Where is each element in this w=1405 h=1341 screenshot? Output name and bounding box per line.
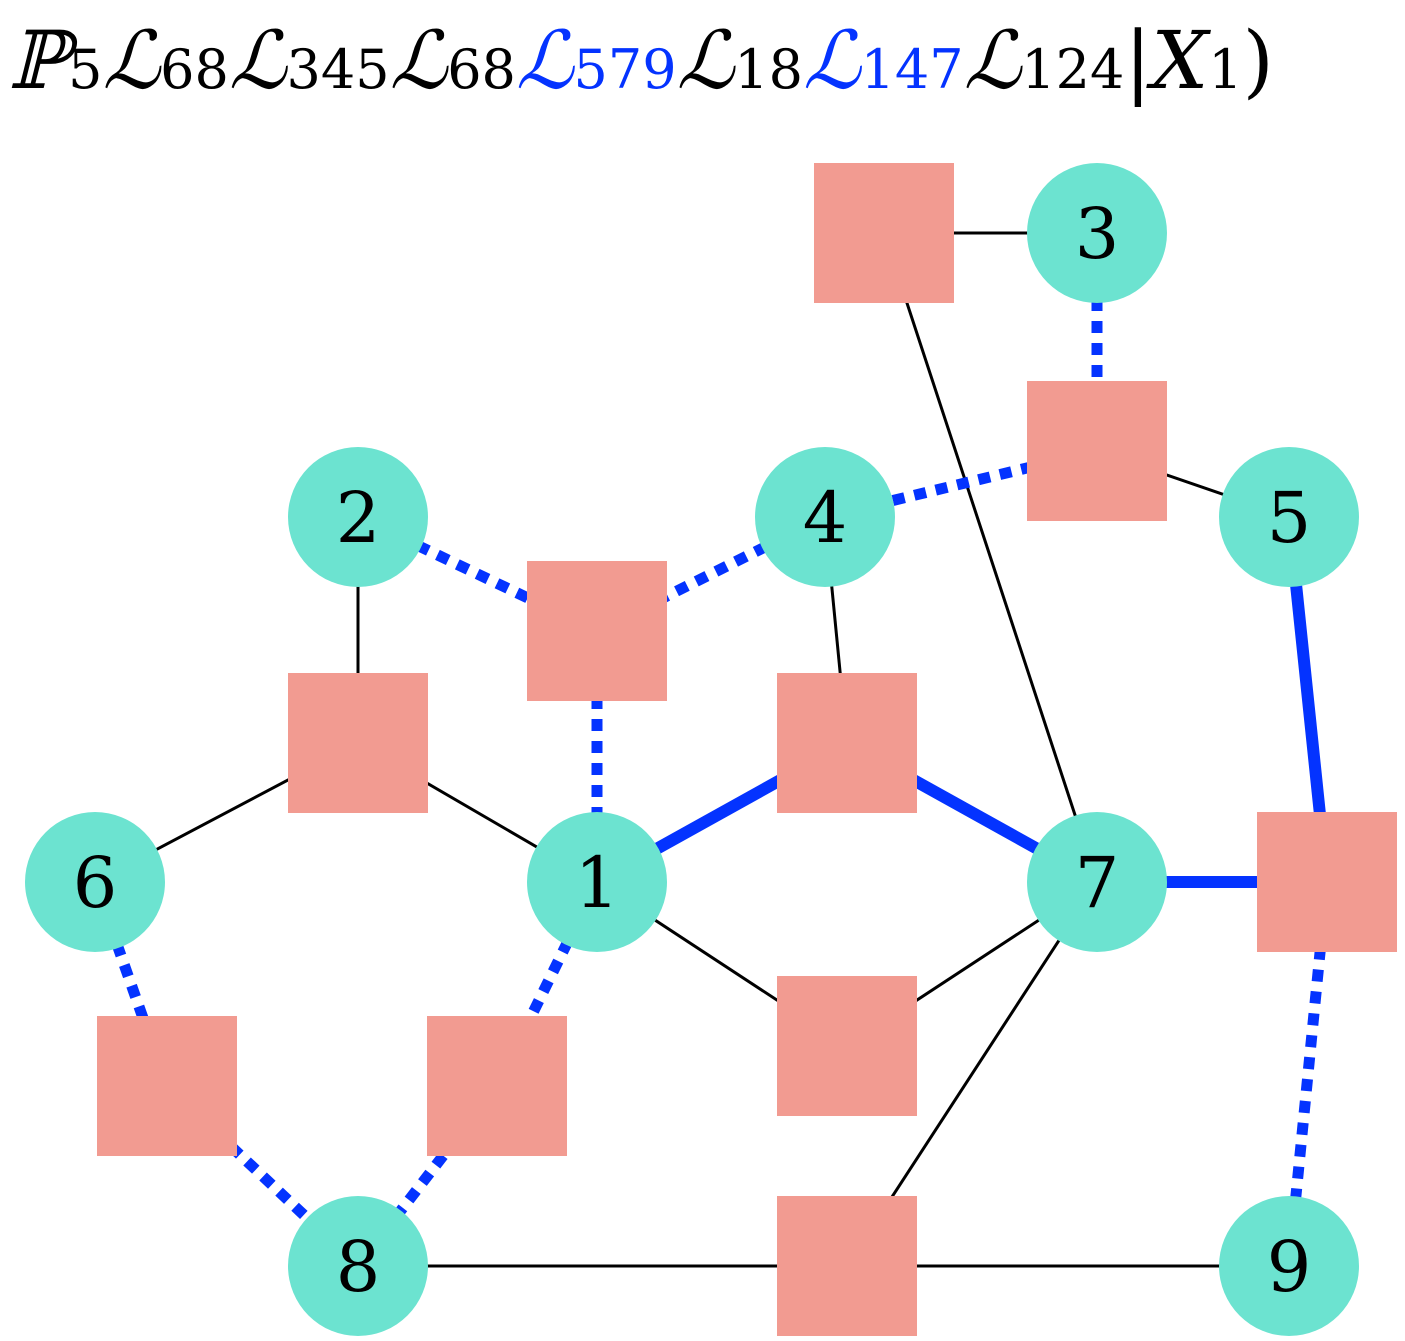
factor-node-f12: [288, 673, 428, 813]
formula-condition-symbol: X: [1145, 14, 1211, 107]
variable-label: 7: [1075, 842, 1120, 924]
variable-nodes: 1 2 3 4 5 6 7 8 9: [25, 163, 1359, 1336]
formula-subscript-2: 345: [286, 38, 389, 101]
factor-node-f37: [814, 163, 954, 303]
formula-symbol-6: ℒ: [803, 14, 862, 107]
variable-label: 5: [1267, 477, 1312, 559]
variable-node-9: 9: [1219, 1196, 1359, 1336]
variable-circle: [1027, 163, 1167, 303]
variable-circle: [1219, 447, 1359, 587]
formula-subscript-6: 147: [861, 38, 964, 101]
factor-node-f26: [97, 1016, 237, 1156]
edge-v1-f18: [492, 879, 602, 1089]
factor-node-f124: [527, 561, 667, 701]
factor-node-f147: [777, 673, 917, 813]
formula-subscript-5: 18: [734, 38, 803, 101]
formula-condition-subscript: 1: [1208, 38, 1242, 101]
formula-subscript-4: 579: [574, 38, 677, 101]
edge-f18-v8: [353, 1082, 502, 1270]
factor-node-f17: [777, 976, 917, 1116]
formula-symbol-3: ℒ: [390, 14, 449, 107]
variable-node-4: 4: [755, 447, 895, 587]
variable-node-5: 5: [1219, 447, 1359, 587]
variable-label: 6: [73, 842, 118, 924]
factor-node-f345: [1027, 381, 1167, 521]
variable-circle: [527, 812, 667, 952]
variable-circle: [25, 812, 165, 952]
formula-subscript-3: 68: [447, 38, 516, 101]
formula-subscript-0: 5: [68, 38, 102, 101]
variable-label: 2: [336, 477, 381, 559]
variable-node-6: 6: [25, 812, 165, 952]
variable-label: 9: [1267, 1226, 1312, 1308]
variable-node-2: 2: [288, 447, 428, 587]
formula-symbol-7: ℒ: [964, 14, 1023, 107]
factor-node-f579: [1257, 812, 1397, 952]
variable-node-3: 3: [1027, 163, 1167, 303]
formula-symbol-5: ℒ: [677, 14, 736, 107]
factor-node-f68: [427, 1016, 567, 1156]
formula-symbol-2: ℒ: [229, 14, 288, 107]
variable-node-1: 1: [527, 812, 667, 952]
factor-nodes: [97, 163, 1397, 1336]
formula-symbol-0: ℙ: [8, 14, 79, 107]
formula-subscript-7: 124: [1021, 38, 1124, 101]
formula-symbol-1: ℒ: [103, 14, 162, 107]
formula-symbol-4: ℒ: [516, 14, 575, 107]
formula-separator: |: [1124, 14, 1151, 107]
formula: ℙ5ℒ68ℒ345ℒ68ℒ579ℒ18ℒ147ℒ124|X1): [8, 14, 1274, 107]
formula-subscript-1: 68: [160, 38, 229, 101]
variable-circle: [288, 1196, 428, 1336]
variable-circle: [1219, 1196, 1359, 1336]
variable-circle: [288, 447, 428, 587]
variable-label: 1: [575, 842, 620, 924]
variable-label: 3: [1075, 193, 1120, 275]
variable-label: 8: [336, 1226, 381, 1308]
variable-circle: [1027, 812, 1167, 952]
edge-f37-v7: [882, 232, 1099, 883]
factor-node-f789: [777, 1196, 917, 1336]
formula-close-paren: ): [1243, 14, 1274, 107]
variable-node-7: 7: [1027, 812, 1167, 952]
formula-text: ℙ5ℒ68ℒ345ℒ68ℒ579ℒ18ℒ147ℒ124|X1): [8, 14, 1274, 107]
variable-label: 4: [803, 477, 848, 559]
variable-node-8: 8: [288, 1196, 428, 1336]
variable-circle: [755, 447, 895, 587]
